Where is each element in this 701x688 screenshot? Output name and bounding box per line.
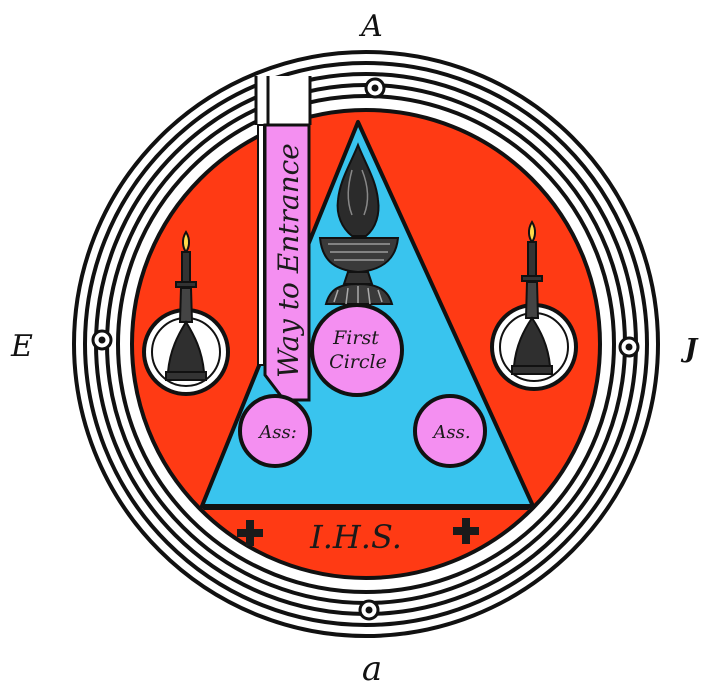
- ring-marker-bottom: [360, 601, 378, 619]
- ring-marker-right: [620, 338, 638, 356]
- ring-marker-top: [366, 79, 384, 97]
- left-ass-circle: Ass:: [240, 396, 310, 466]
- first-circle-line1: First: [332, 327, 379, 349]
- left-ass-label: Ass:: [257, 422, 297, 443]
- right-ass-circle: Ass.: [415, 396, 485, 466]
- label-bottom: a: [362, 649, 382, 688]
- first-circle: First Circle: [312, 305, 402, 395]
- ihs-monogram: I.H.S.: [309, 518, 402, 556]
- right-ass-label: Ass.: [431, 422, 470, 443]
- first-circle-line2: Circle: [329, 351, 387, 373]
- label-top: A: [358, 9, 383, 44]
- ring-marker-left: [93, 331, 111, 349]
- label-left: E: [10, 329, 33, 364]
- path-label: Way to Entrance: [272, 143, 305, 378]
- label-right: J: [680, 334, 699, 364]
- entrance-path: Way to Entrance: [256, 76, 310, 400]
